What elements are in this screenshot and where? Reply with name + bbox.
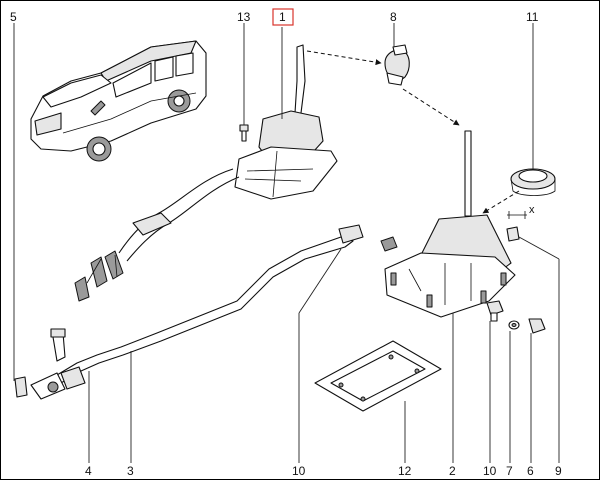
lever-housing <box>384 130 516 318</box>
callout-9: 9 <box>555 464 562 478</box>
shift-knob <box>384 44 410 86</box>
callout-10-left: 10 <box>292 464 306 478</box>
fasteners <box>486 211 546 334</box>
callout-13: 13 <box>237 10 251 24</box>
bolt-13 <box>239 124 249 142</box>
vehicle-illustration <box>30 40 207 162</box>
callout-highlight-box <box>272 8 294 26</box>
callout-5: 5 <box>10 10 17 24</box>
gasket <box>314 340 442 412</box>
callout-6: 6 <box>527 464 534 478</box>
callout-8: 8 <box>390 10 397 24</box>
dimension-x-label: x <box>529 204 535 216</box>
assembly-arrows <box>306 50 520 214</box>
callout-10-right: 10 <box>483 464 497 478</box>
callout-3: 3 <box>127 464 134 478</box>
callout-7: 7 <box>506 464 513 478</box>
callout-11: 11 <box>526 10 539 24</box>
leader-lines <box>13 23 560 463</box>
gearshift-assembly <box>74 44 338 302</box>
callout-1: 1 <box>279 10 286 24</box>
callout-2: 2 <box>449 464 456 478</box>
callout-4: 4 <box>85 464 92 478</box>
callout-12: 12 <box>398 464 412 478</box>
callout-labels: 5 13 1 8 11 x 4 3 10 12 2 10 7 6 9 <box>10 10 562 478</box>
shift-linkage-rod <box>14 224 398 400</box>
